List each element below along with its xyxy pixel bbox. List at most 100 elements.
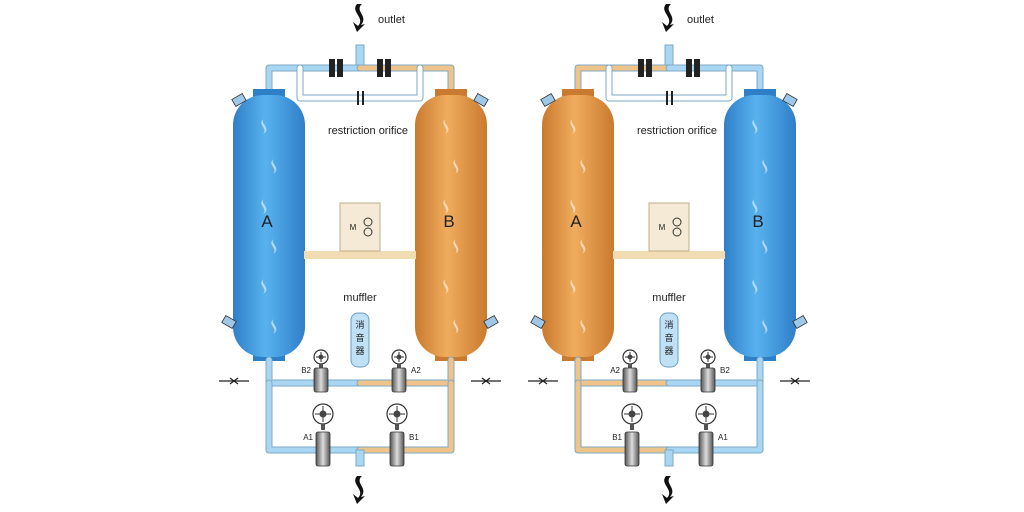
orifice-bypass	[606, 65, 732, 101]
restriction-orifice-label: restriction orifice	[328, 125, 408, 137]
muffler-char: 音	[355, 332, 364, 344]
indicator-bottom	[672, 227, 682, 237]
side-fitting	[540, 92, 556, 108]
tower-label: B	[752, 212, 763, 231]
tower-top-neck	[562, 89, 594, 99]
tower-label: B	[443, 212, 454, 231]
tower-top-neck	[253, 89, 285, 99]
adsorbent-swirl	[271, 238, 277, 254]
top-pipe-left-edge	[574, 64, 673, 96]
valve-body	[624, 431, 640, 467]
valve-hub	[705, 354, 711, 360]
outlet-label: outlet	[378, 14, 405, 26]
orifice-plate-b	[362, 91, 364, 105]
outlet-stub	[355, 44, 365, 66]
valve-bottom-label: B1	[409, 433, 419, 442]
orifice-bypass	[297, 65, 423, 101]
adsorbent-swirl	[453, 158, 459, 174]
adsorbent-swirl	[570, 198, 576, 214]
adsorbent-swirl	[453, 238, 459, 254]
orifice-plate-a	[357, 91, 359, 105]
pipe-flange	[686, 59, 692, 77]
control-box	[339, 202, 381, 252]
adsorbent-swirl	[271, 318, 277, 334]
inlet-arrow	[353, 476, 365, 504]
valve-stem	[397, 364, 401, 368]
pipe-flange	[638, 59, 644, 77]
adsorbent-swirl	[752, 278, 758, 294]
outlet-arrow	[353, 4, 365, 32]
valve-top-label: A2	[610, 366, 620, 375]
indicator-top	[672, 217, 682, 227]
drain-valve	[481, 377, 491, 385]
orifice-plate-b	[671, 91, 673, 105]
top-pipe-right-edge	[665, 64, 764, 96]
valve-hub	[319, 410, 327, 418]
indicator-bottom	[363, 227, 373, 237]
valve-top-label: B2	[301, 366, 311, 375]
pipe-flange	[337, 59, 343, 77]
adsorbent-swirl	[580, 158, 586, 174]
pipe-flange	[694, 59, 700, 77]
orifice-bypass-edge	[296, 64, 424, 102]
adsorbent-swirl	[261, 278, 267, 294]
muffler-char: 器	[355, 346, 364, 357]
valve-body	[389, 431, 405, 467]
control-shelf	[304, 251, 416, 259]
tower-label: A	[261, 212, 273, 231]
valve-body	[315, 431, 331, 467]
orifice-bypass-edge	[605, 64, 733, 102]
orifice-plate-a	[666, 91, 668, 105]
inlet-stub	[664, 449, 674, 467]
tower-top-neck	[435, 89, 467, 99]
adsorbent-swirl	[762, 318, 768, 334]
valve-hub	[318, 354, 324, 360]
adsorbent-swirl	[762, 238, 768, 254]
muffler-body	[350, 312, 370, 368]
adsorbent-swirl	[752, 198, 758, 214]
top-pipe-right	[666, 65, 763, 95]
top-pipe-left	[575, 65, 672, 95]
top-pipe-left	[266, 65, 363, 95]
adsorbent-swirl	[762, 158, 768, 174]
tower-body	[233, 95, 305, 357]
muffler-char: 器	[664, 346, 673, 357]
adsorbent-swirl	[570, 118, 576, 134]
top-pipe-left-edge	[265, 64, 364, 96]
side-fitting	[530, 314, 546, 330]
side-fitting	[792, 314, 808, 330]
side-fitting	[221, 314, 237, 330]
motor-label: M	[350, 223, 357, 232]
valve-bottom-label: B1	[612, 433, 622, 442]
muffler-char: 音	[664, 332, 673, 344]
valve-stem	[706, 364, 710, 368]
adsorbent-swirl	[443, 278, 449, 294]
pipe-flange	[377, 59, 383, 77]
valve-stem	[319, 364, 323, 368]
valve-body	[391, 367, 407, 393]
valve-bottom-label: A1	[303, 433, 313, 442]
inlet-stub	[355, 449, 365, 467]
valve-stem	[628, 364, 632, 368]
outlet-label: outlet	[687, 14, 714, 26]
restriction-orifice-label: restriction orifice	[637, 125, 717, 137]
side-fitting	[231, 92, 247, 108]
drain-valve	[229, 377, 239, 385]
side-fitting	[473, 92, 489, 108]
adsorbent-swirl	[453, 318, 459, 334]
control-shelf	[613, 251, 725, 259]
control-box	[648, 202, 690, 252]
adsorbent-swirl	[570, 278, 576, 294]
valve-stem	[704, 424, 708, 430]
pipe-flange	[329, 59, 335, 77]
valve-body	[313, 367, 329, 393]
tower-body	[724, 95, 796, 357]
valve-hub	[628, 410, 636, 418]
outlet-stub	[664, 44, 674, 66]
indicator-top	[363, 217, 373, 227]
adsorbent-swirl	[752, 118, 758, 134]
pipe-flange	[646, 59, 652, 77]
valve-stem	[395, 424, 399, 430]
